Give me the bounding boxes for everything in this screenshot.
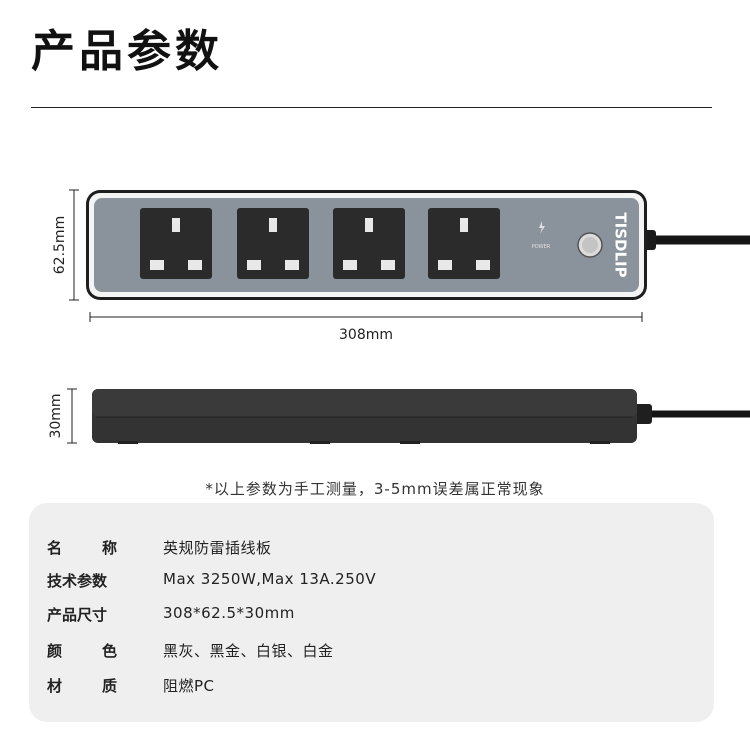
spec-label: 技术参数 [47, 572, 108, 590]
spec-row: 产品尺寸 308*62.5*30mm [29, 604, 714, 628]
uk-socket [140, 208, 212, 279]
spec-value: 308*62.5*30mm [163, 604, 295, 622]
side-view: 30mm [48, 388, 750, 444]
brand-logo: TISDLIP [612, 212, 630, 277]
uk-socket [237, 208, 309, 279]
spec-row: 名称 英规防雷插线板 [29, 537, 714, 561]
top-view: POWER TISDLIP 62.5mm 308mm [52, 189, 750, 343]
power-label: POWER [532, 244, 551, 250]
spec-value: 英规防雷插线板 [163, 539, 272, 557]
spec-label: 颜色 [47, 642, 117, 660]
spec-row: 材质 阻燃PC [29, 675, 714, 699]
product-dimension-diagram: POWER TISDLIP 62.5mm 308mm 30mm [48, 189, 750, 444]
spec-table: 名称 英规防雷插线板 技术参数 Max 3250W,Max 13A.250V 产… [29, 503, 714, 722]
uk-socket [428, 208, 500, 279]
spec-label: 材质 [47, 677, 117, 695]
measurement-note: *以上参数为手工测量，3-5mm误差属正常现象 [205, 480, 545, 498]
lightning-icon [539, 221, 545, 234]
uk-socket [333, 208, 405, 279]
spec-row: 颜色 黑灰、黑金、白银、白金 [29, 640, 714, 664]
thickness-dimension: 30mm [48, 393, 64, 438]
spec-row: 技术参数 Max 3250W,Max 13A.250V [29, 570, 714, 594]
spec-value: Max 3250W,Max 13A.250V [163, 570, 377, 588]
spec-value: 黑灰、黑金、白银、白金 [163, 642, 334, 660]
length-dimension: 308mm [339, 327, 393, 343]
spec-value: 阻燃PC [163, 677, 215, 695]
page-title: 产品参数 [31, 26, 223, 77]
spec-label: 产品尺寸 [47, 606, 108, 624]
title-divider [31, 107, 712, 108]
spec-label: 名称 [47, 539, 117, 557]
height-dimension: 62.5mm [52, 216, 68, 274]
